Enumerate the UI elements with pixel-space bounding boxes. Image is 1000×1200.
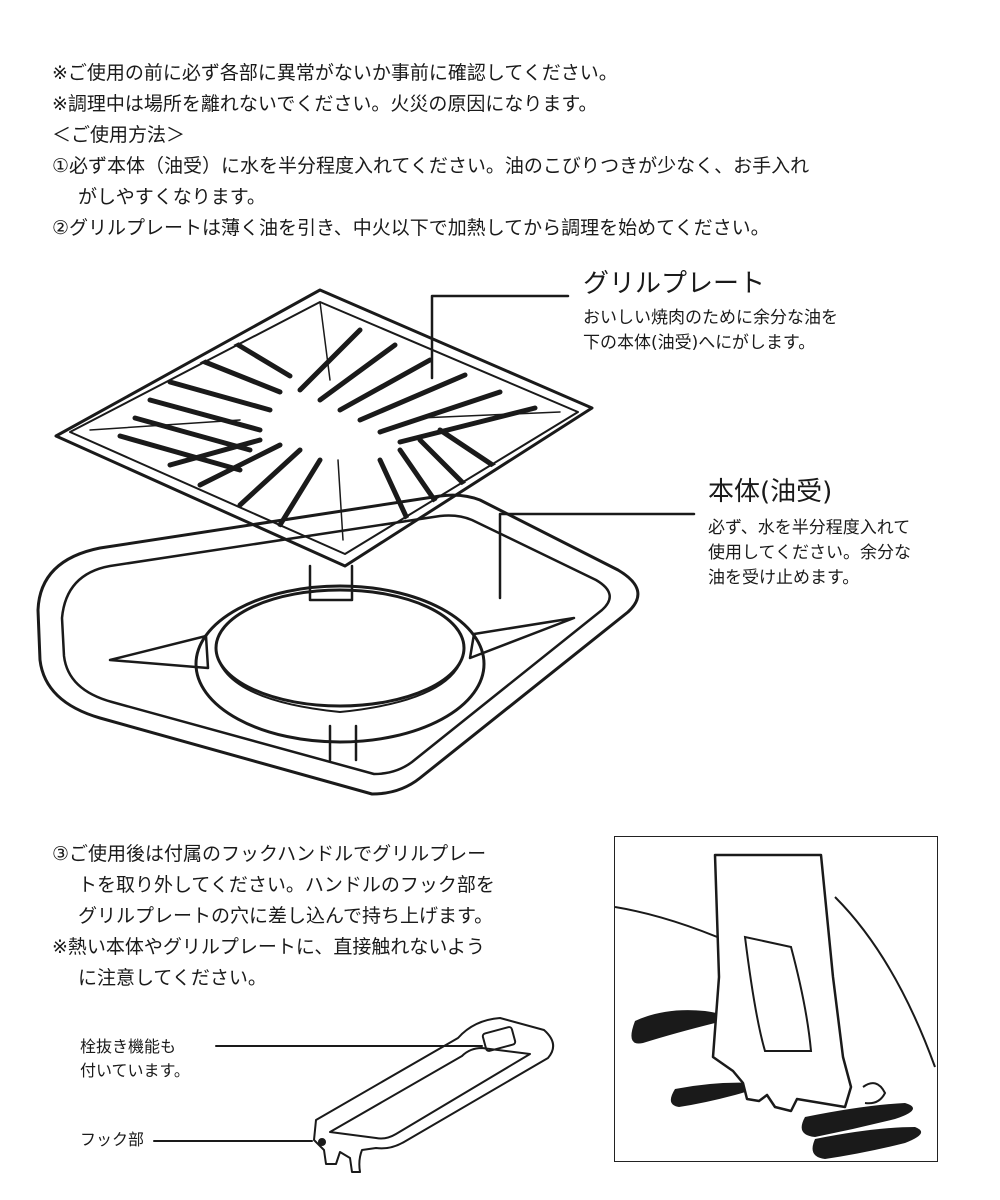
burner-ring-outer: [194, 584, 486, 744]
plate-slots-shadows: [631, 1010, 922, 1159]
intro-instructions: ※ご使用の前に必ず各部に異常がないか事前に確認してください。 ※調理中は場所を離…: [52, 58, 982, 244]
removal-instructions: ③ご使用後は付属のフックハンドルでグリルプレー トを取り外してください。ハンドル…: [52, 839, 612, 994]
hook-in-use-illustration: [614, 836, 938, 1162]
step-1-line-2: がしやすくなります。: [78, 186, 266, 208]
hook-handle-body: [313, 1017, 555, 1173]
burner-ring-inner: [214, 588, 466, 708]
hook-part-callout: フック部: [80, 1130, 145, 1149]
grill-plate: [54, 288, 594, 568]
body-tray-desc-line-2: 使用してください。余分な: [708, 543, 911, 563]
step-3-line-2: トを取り外してください。ハンドルのフック部を: [78, 874, 495, 896]
grill-plate-description: おいしい焼肉のために余分な油を 下の本体(油受)へにがします。: [583, 306, 963, 356]
bottle-opener-line-2: 付いています。: [80, 1061, 190, 1080]
grill-plate-label: グリルプレート おいしい焼肉のために余分な油を 下の本体(油受)へにがします。: [583, 268, 963, 356]
body-tray-leader-line: [498, 512, 696, 600]
oil-tray-outer: [36, 493, 640, 796]
step-3-line-1: ③ご使用後は付属のフックハンドルでグリルプレー: [52, 843, 487, 865]
step-2: ②グリルプレートは薄く油を引き、中火以下で加熱してから調理を始めてください。: [52, 217, 770, 239]
step-3-line-3: グリルプレートの穴に差し込んで持ち上げます。: [78, 905, 494, 927]
usage-heading: ＜ご使用方法＞: [52, 124, 186, 146]
body-tray-desc-line-3: 油を受け止めます。: [708, 568, 860, 588]
body-tray-desc-line-1: 必ず、水を半分程度入れて: [708, 518, 911, 538]
grill-assembly-illustration: [36, 288, 696, 796]
step-1-line-1: ①必ず本体（油受）に水を半分程度入れてください。油のこびりつきが少なく、お手入れ: [52, 155, 810, 177]
hook-handle-in-plate: [711, 853, 853, 1113]
caution-do-not-leave: ※調理中は場所を離れないでください。火災の原因になります。: [52, 93, 598, 115]
bottle-opener-line-1: 栓抜き機能も: [80, 1037, 177, 1056]
grill-plate-desc-line-2: 下の本体(油受)へにがします。: [583, 333, 816, 353]
body-tray-title: 本体(油受): [708, 477, 833, 507]
body-tray-description: 必ず、水を半分程度入れて 使用してください。余分な 油を受け止めます。: [708, 516, 978, 591]
caution-check-parts: ※ご使用の前に必ず各部に異常がないか事前に確認してください。: [52, 62, 618, 84]
oil-tray-rim: [60, 514, 611, 776]
grill-plate-leader-line: [430, 294, 570, 380]
hook-in-use-drawing: [615, 853, 936, 1159]
grill-plate-desc-line-1: おいしい焼肉のために余分な油を: [583, 308, 838, 328]
tray-support-ribs: [108, 564, 576, 762]
body-tray-label: 本体(油受) 必ず、水を半分程度入れて 使用してください。余分な 油を受け止めま…: [708, 476, 978, 591]
grill-plate-slots: [117, 327, 538, 528]
bottle-opener-slot: [481, 1026, 517, 1052]
bottle-opener-callout: 栓抜き機能も 付いています。: [80, 1035, 190, 1083]
caution-hot-line-2: に注意してください。: [78, 967, 267, 989]
grill-plate-title: グリルプレート: [583, 269, 766, 299]
caution-hot-line-1: ※熱い本体やグリルプレートに、直接触れないよう: [52, 936, 485, 958]
